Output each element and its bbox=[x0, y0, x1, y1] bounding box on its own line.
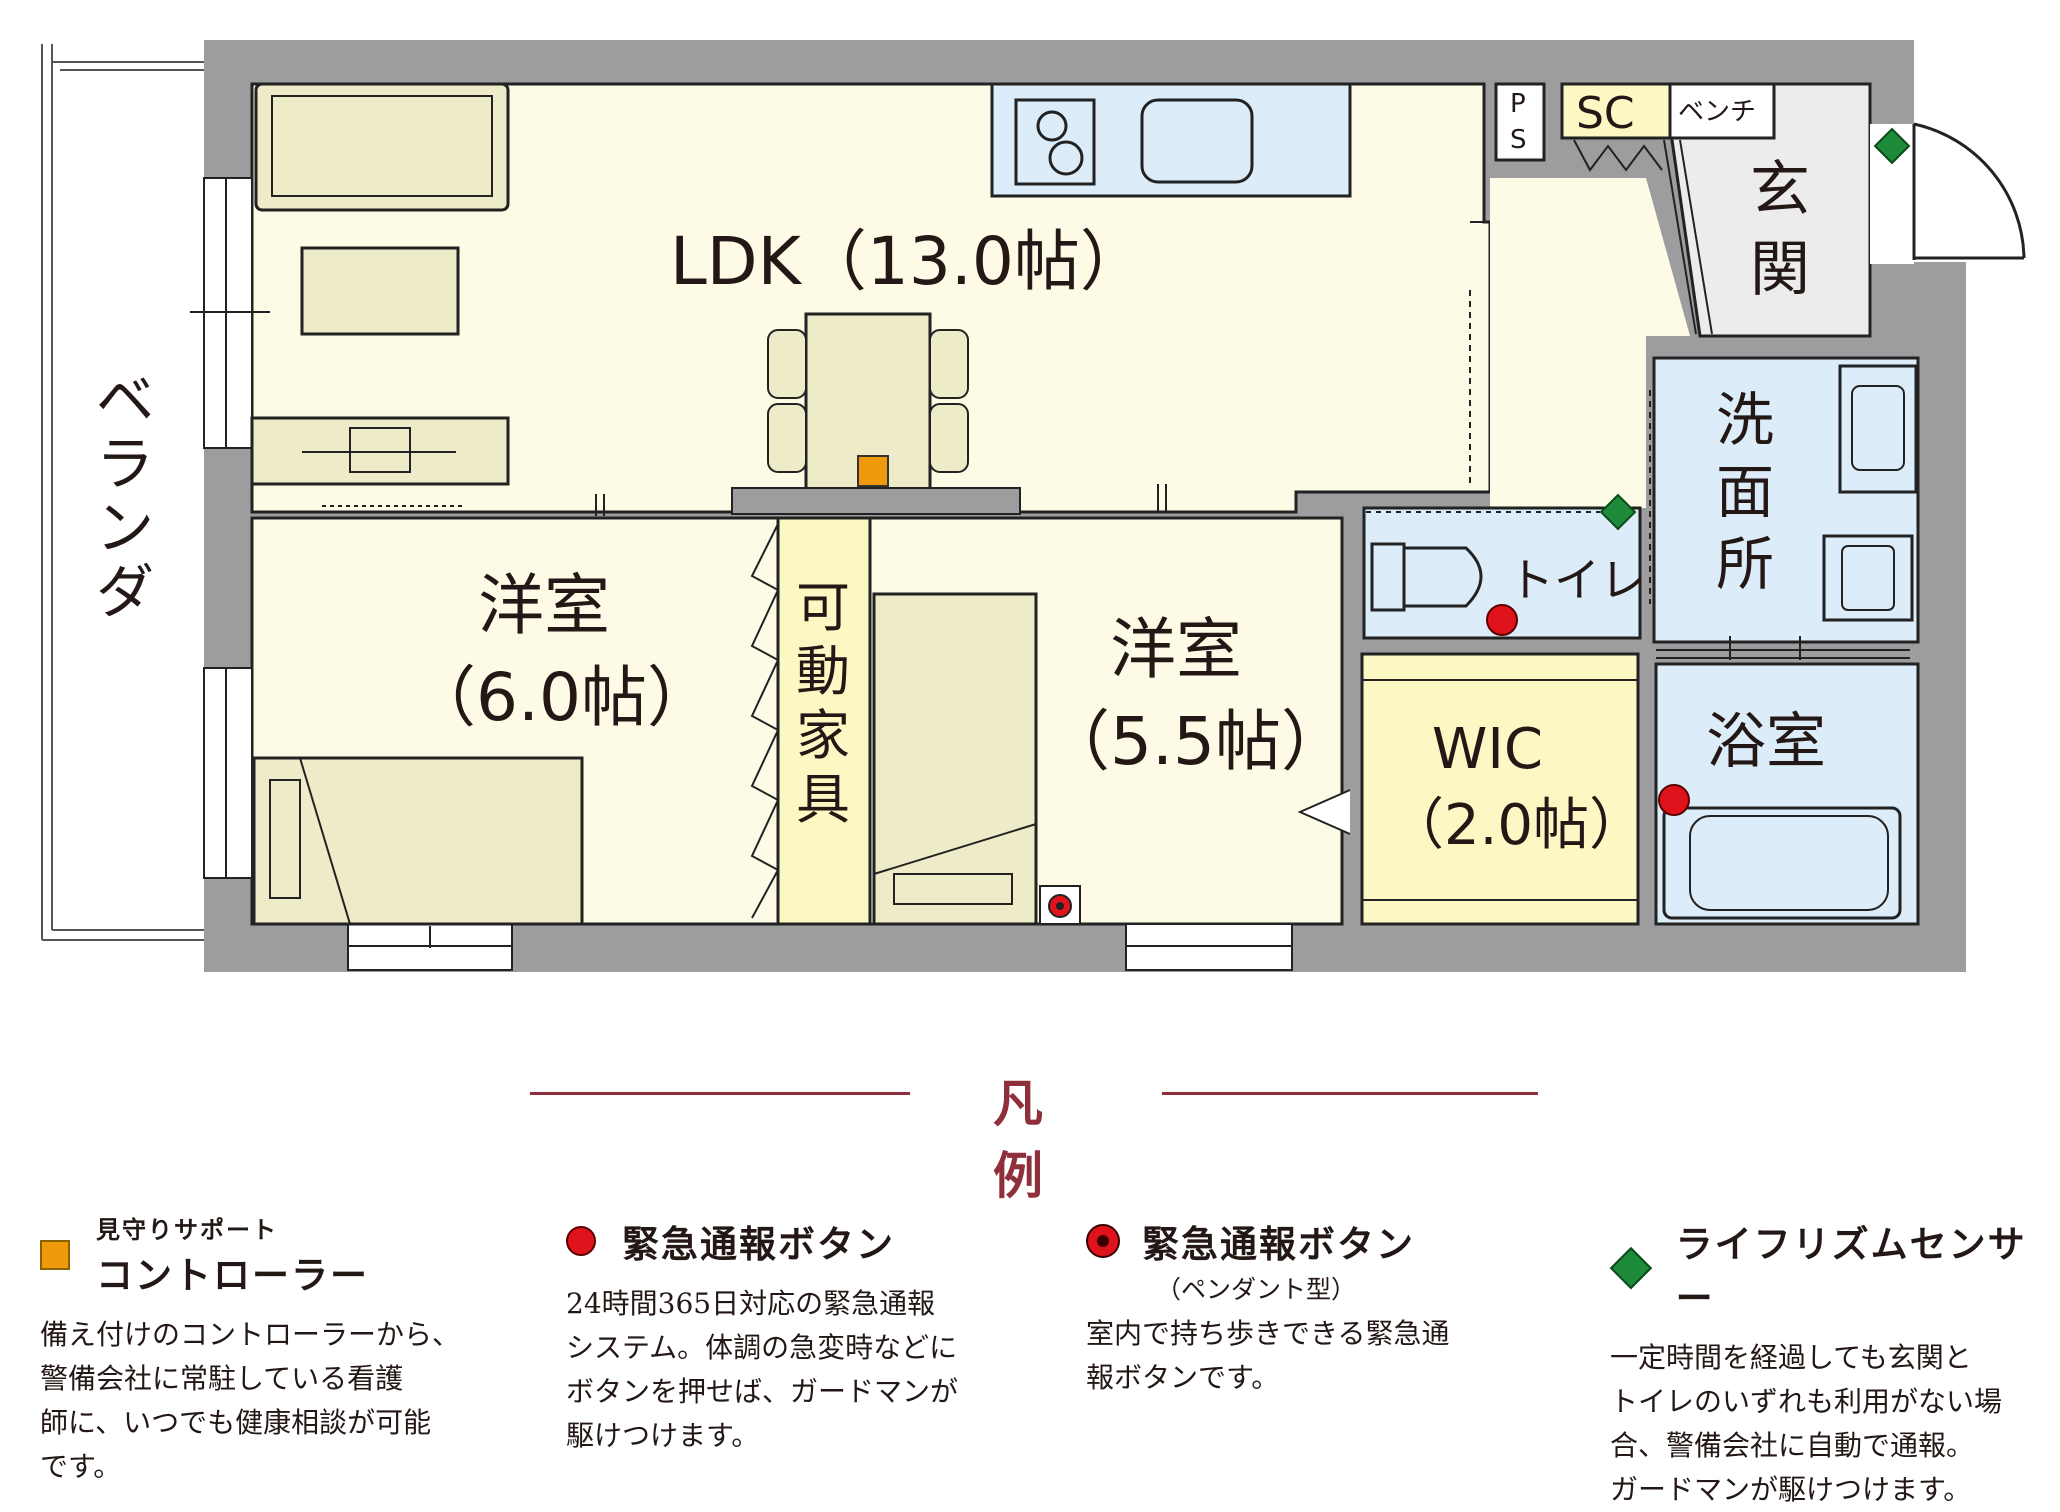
toilet-label: トイレ bbox=[1508, 553, 1646, 607]
veranda-label-2: ン bbox=[96, 494, 154, 562]
ldk-label: LDK（13.0帖） bbox=[670, 223, 1146, 300]
wic-size: （2.0帖） bbox=[1388, 793, 1645, 858]
pipe-space-label-top: P bbox=[1510, 89, 1526, 119]
sc-label: SC bbox=[1576, 88, 1635, 139]
floor-plan: LDK（13.0帖） 洋室 （6.0帖） 洋室 （5.5帖） WIC （2.0帖… bbox=[41, 40, 2026, 972]
entrance-floor bbox=[1662, 82, 1872, 338]
washroom-label-2: 所 bbox=[1716, 530, 1774, 598]
legend-item-name: 緊急通報ボタン bbox=[1142, 1222, 1415, 1266]
legend-item-name: 緊急通報ボタン bbox=[622, 1222, 895, 1266]
emergency-button-icon bbox=[1486, 604, 1518, 636]
sofa bbox=[254, 82, 510, 212]
bed-2 bbox=[872, 592, 1038, 926]
washroom-label-0: 洗 bbox=[1716, 386, 1774, 454]
red-dot-icon bbox=[566, 1226, 596, 1256]
entrance-label-0: 玄 bbox=[1750, 155, 1810, 225]
wic-label: WIC bbox=[1432, 717, 1543, 782]
shoe-cabinet bbox=[1560, 82, 1672, 140]
legend-item-desc: 備え付けのコントローラーから、 警備会社に常駐している看護 師に、いつでも健康相… bbox=[40, 1318, 461, 1483]
western-room-2-label: 洋室 bbox=[1110, 611, 1242, 688]
legend-item-controller: 見守りサポート コントローラー 備え付けのコントローラーから、 警備会社に常駐し… bbox=[40, 1210, 460, 1489]
orange-square-icon bbox=[40, 1239, 70, 1270]
hallway bbox=[1490, 178, 1690, 508]
bench-label: ベンチ bbox=[1678, 97, 1756, 127]
veranda-label-1: ラ bbox=[96, 430, 154, 498]
veranda bbox=[41, 44, 204, 941]
movable-furniture-label-1: 動 bbox=[796, 640, 850, 703]
legend-title-line-right bbox=[1162, 1092, 1538, 1095]
movable-furniture-label-2: 家 bbox=[796, 704, 850, 767]
legend-item-name: ライフリズムセンサー bbox=[1675, 1222, 2027, 1320]
bed-1 bbox=[252, 756, 584, 926]
life-rhythm-sensor-icon bbox=[1873, 127, 1911, 165]
legend-item-emergency-button: 緊急通報ボタン 24時間365日対応の緊急通報 システム。体調の急変時などに ボ… bbox=[566, 1214, 958, 1458]
legend-item-desc: 一定時間を経過しても玄関と トイレのいずれも利用がない場 合、警備会社に自動で通… bbox=[1610, 1341, 2003, 1506]
legend-item-sensor: ライフリズムセンサー 一定時間を経過しても玄関と トイレのいずれも利用がない場 … bbox=[1609, 1214, 2060, 1512]
washroom-floor bbox=[1652, 356, 1920, 644]
bench bbox=[1668, 82, 1776, 140]
green-diamond-icon bbox=[1609, 1246, 1652, 1290]
pipe-space bbox=[1494, 82, 1546, 162]
watch-controller-icon bbox=[857, 455, 889, 487]
bathroom-floor bbox=[1654, 662, 1920, 926]
life-rhythm-sensor-icon bbox=[1599, 493, 1637, 531]
coffee-table bbox=[300, 246, 460, 336]
western-room-1-size: （6.0帖） bbox=[410, 659, 713, 736]
emergency-button-icon bbox=[1658, 784, 1690, 816]
legend-item-desc: 24時間365日対応の緊急通報 システム。体調の急変時などに ボタンを押せば、ガ… bbox=[566, 1287, 959, 1452]
washroom-label-1: 面 bbox=[1716, 458, 1774, 526]
legend-title-line-left bbox=[530, 1092, 910, 1095]
movable-furniture-label-0: 可 bbox=[796, 576, 850, 639]
movable-furniture-label-3: 具 bbox=[796, 768, 850, 831]
legend-item-name-sub: （ペンダント型） bbox=[1156, 1275, 1357, 1304]
pendant-button-icon bbox=[1086, 1224, 1120, 1258]
legend-item-name: コントローラー bbox=[96, 1253, 369, 1297]
bathroom-label: 浴室 bbox=[1706, 707, 1826, 777]
veranda-label-3: ダ bbox=[96, 558, 154, 626]
legend-title: 凡 例 bbox=[993, 1074, 1141, 1205]
pipe-space-label-bottom: S bbox=[1510, 125, 1527, 155]
veranda-label-0: ベ bbox=[96, 366, 154, 434]
western-room-2-size: （5.5帖） bbox=[1044, 703, 1347, 780]
legend-item-pendant-button: 緊急通報ボタン （ペンダント型） 室内で持ち歩きできる緊急通 報ボタンです。 bbox=[1086, 1214, 1449, 1400]
entrance-label-1: 関 bbox=[1750, 235, 1810, 305]
western-room-1-label: 洋室 bbox=[478, 567, 610, 644]
wic-floor bbox=[1360, 652, 1640, 926]
legend-item-desc: 室内で持ち歩きできる緊急通 報ボタンです。 bbox=[1086, 1317, 1450, 1394]
legend-item-name-small: 見守りサポート bbox=[96, 1215, 278, 1244]
